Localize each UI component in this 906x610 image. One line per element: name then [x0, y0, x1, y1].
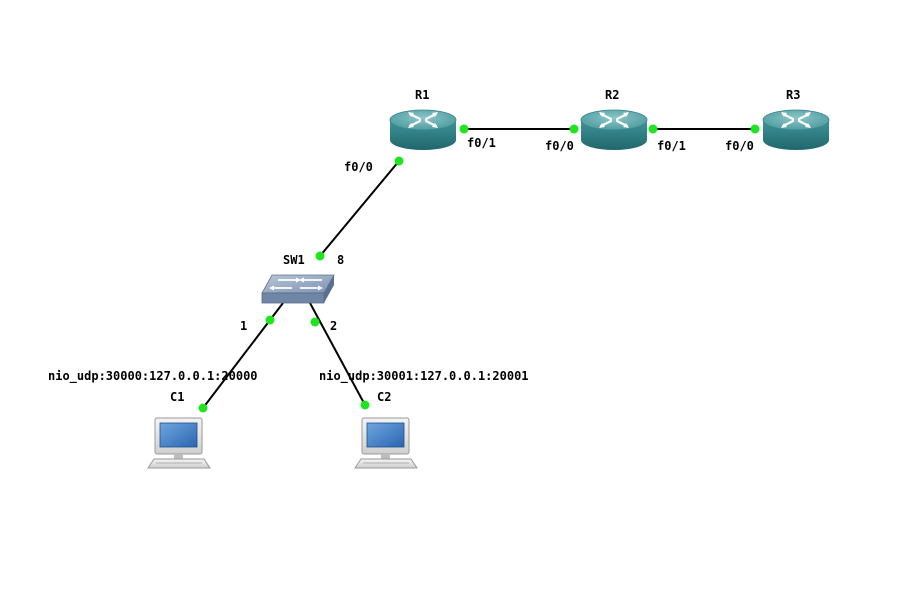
port-label: f0/0: [725, 139, 754, 153]
node-sw1[interactable]: SW1: [261, 253, 335, 304]
node-r2[interactable]: R2: [579, 88, 649, 152]
ethernet-switch-icon: [261, 274, 335, 304]
node-label: SW1: [283, 253, 305, 267]
node-label: C2: [377, 390, 391, 404]
links-layer: [202, 128, 755, 409]
port-label: f0/0: [545, 139, 574, 153]
ports-layer: [198, 124, 760, 413]
nio-label-c1: nio_udp:30000:127.0.0.1:20000: [48, 369, 258, 384]
port-status-dot[interactable]: [310, 317, 320, 327]
link-sw1-c2[interactable]: [309, 302, 366, 406]
node-label: R2: [605, 88, 619, 102]
node-label: C1: [170, 390, 184, 404]
port-label: 8: [337, 253, 344, 267]
router-icon: [761, 108, 831, 152]
port-status-dot[interactable]: [315, 251, 325, 261]
nio-label-c2: nio_udp:30001:127.0.0.1:20001: [319, 369, 529, 384]
port-label: 1: [240, 319, 247, 333]
port-status-dot[interactable]: [265, 315, 275, 325]
port-status-dot[interactable]: [750, 124, 760, 134]
port-status-dot[interactable]: [569, 124, 579, 134]
router-icon: [579, 108, 649, 152]
port-status-dot[interactable]: [648, 124, 658, 134]
node-c2[interactable]: C2: [354, 390, 418, 469]
port-status-dot[interactable]: [394, 156, 404, 166]
node-label: R1: [415, 88, 429, 102]
node-label: R3: [786, 88, 800, 102]
port-label: f0/1: [467, 136, 496, 150]
port-status-dot[interactable]: [360, 400, 370, 410]
computer-icon: [354, 417, 418, 469]
port-label: f0/1: [657, 139, 686, 153]
node-r3[interactable]: R3: [761, 88, 831, 152]
router-icon: [388, 108, 458, 152]
link-r1-sw1[interactable]: [319, 160, 400, 257]
port-status-dot[interactable]: [198, 403, 208, 413]
port-label: f0/0: [344, 160, 373, 174]
computer-icon: [147, 417, 211, 469]
port-status-dot[interactable]: [459, 124, 469, 134]
node-r1[interactable]: R1: [388, 88, 458, 152]
port-label: 2: [330, 319, 337, 333]
node-c1[interactable]: C1: [147, 390, 211, 469]
